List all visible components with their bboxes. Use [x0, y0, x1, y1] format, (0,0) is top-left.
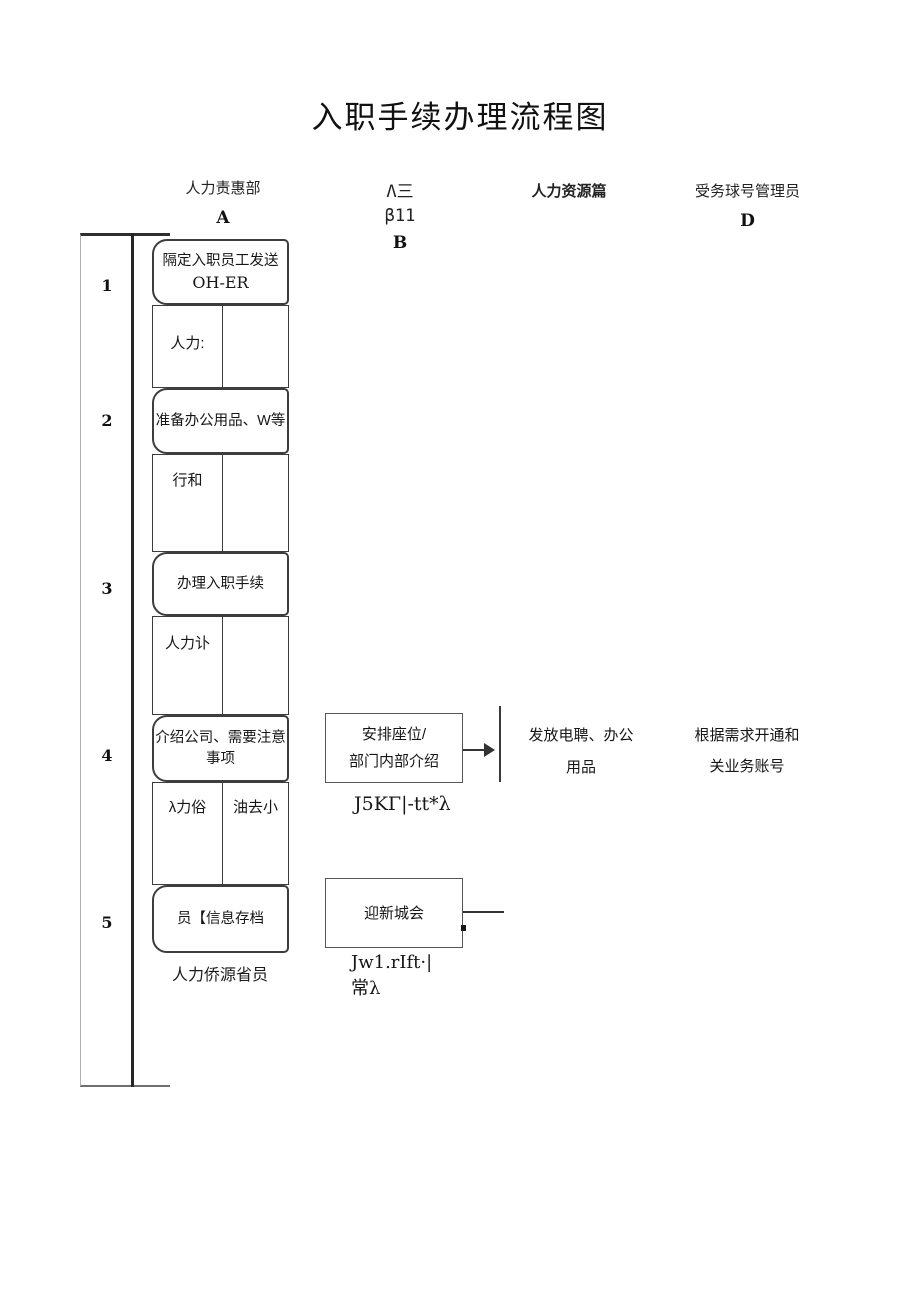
account-opening-line1: 根据需求开通和	[694, 727, 800, 744]
flow-step-box-2-line1: 准备办公用品、W等	[155, 412, 286, 429]
band-divider-line	[131, 233, 134, 1087]
step-number-1: 1	[101, 276, 113, 295]
seat-box-caption: J5KΓ|-tt*λ	[354, 793, 451, 815]
welcome-meeting-box: 迎新城会	[325, 878, 463, 948]
flow-cell-3: 人力讣	[152, 616, 289, 715]
welcome-box-caption: Jw1.rIft·| 常λ	[351, 950, 432, 1002]
dispatch-supplies-line1: 发放电聘、办公	[528, 727, 634, 744]
dispatch-supplies-text: 发放电聘、办公 用品	[506, 720, 656, 784]
flow-step-box-1-line2: OH-ER	[192, 273, 249, 292]
lane-divider-segment	[499, 706, 501, 782]
account-opening-line2: 关业务账号	[709, 758, 785, 775]
account-opening-text: 根据需求开通和 关业务账号	[677, 720, 817, 782]
lane-b-letter: B	[392, 233, 408, 253]
lane-b-code-line1: Λ三	[386, 182, 414, 202]
flow-step-box-2: 准备办公用品、W等	[152, 388, 289, 454]
lane-c-label: 人力资源篇	[531, 183, 607, 200]
flow-step-box-4: 介绍公司、需要注意 事项	[152, 715, 289, 782]
flow-step-box-4-line2: 事项	[206, 750, 235, 767]
step-number-5: 5	[101, 913, 113, 932]
flow-cell-3-left: 人力讣	[153, 617, 223, 714]
step-number-2: 2	[101, 411, 113, 430]
flow-step-box-4-line1: 介绍公司、需要注意	[155, 729, 286, 746]
step-number-4: 4	[101, 746, 113, 765]
seat-arrangement-box: 安排座位/ 部门内部介绍	[325, 713, 463, 783]
flow-step-box-1-line1: 隔定入职员工发送	[162, 253, 279, 269]
seat-arrangement-line1: 安排座位/	[361, 726, 427, 743]
dot-mark	[461, 925, 466, 931]
lane-d-letter: D	[740, 211, 755, 231]
connector-line	[463, 911, 504, 913]
seat-arrangement-line2: 部门内部介绍	[348, 753, 439, 770]
page-title: 入职手续办理流程图	[311, 100, 609, 136]
welcome-caption-line1: Jw1.rIft·|	[351, 952, 433, 973]
welcome-meeting-label: 迎新城会	[363, 904, 424, 922]
arrow-shaft-line	[463, 749, 486, 751]
lane-a-label: 人力责惠部	[185, 180, 261, 197]
flow-cell-4: λ力俗 油去小	[152, 782, 289, 885]
flow-cell-1: 人力:	[152, 305, 289, 388]
flow-cell-4-right: 油去小	[232, 799, 278, 816]
lane-d-label: 受务球号管理员	[694, 183, 800, 200]
flow-footer-label: 人力侨源省员	[171, 967, 268, 984]
welcome-caption-line2: 常λ	[351, 978, 381, 999]
dispatch-supplies-line2: 用品	[565, 759, 596, 776]
flow-cell-2: 行和	[152, 454, 289, 552]
flow-cell-4-left: λ力俗	[153, 783, 223, 884]
step-number-3: 3	[101, 579, 113, 598]
flow-step-box-3: 办理入职手续	[152, 552, 289, 616]
flow-cell-3-right	[223, 617, 288, 714]
flow-cell-2-left: 行和	[153, 455, 223, 551]
step-number-band	[80, 233, 170, 1087]
flow-step-box-3-line1: 办理入职手续	[177, 575, 264, 592]
flow-cell-1-left: 人力:	[153, 306, 223, 387]
flow-step-box-5-line1: 员【信息存档	[177, 910, 264, 927]
flow-step-box-5: 员【信息存档	[152, 885, 289, 953]
flow-column: 隔定入职员工发送 OH-ER 人力: 准备办公用品、W等 行和 办理入职手续 人…	[152, 239, 289, 953]
flow-step-box-1: 隔定入职员工发送 OH-ER	[152, 239, 289, 305]
flow-cell-1-right	[223, 306, 288, 387]
arrow-right-icon	[484, 743, 495, 757]
lane-a-letter: A	[216, 208, 230, 228]
flow-cell-2-right	[223, 455, 288, 551]
lane-b-code-line2: β11	[384, 206, 416, 226]
